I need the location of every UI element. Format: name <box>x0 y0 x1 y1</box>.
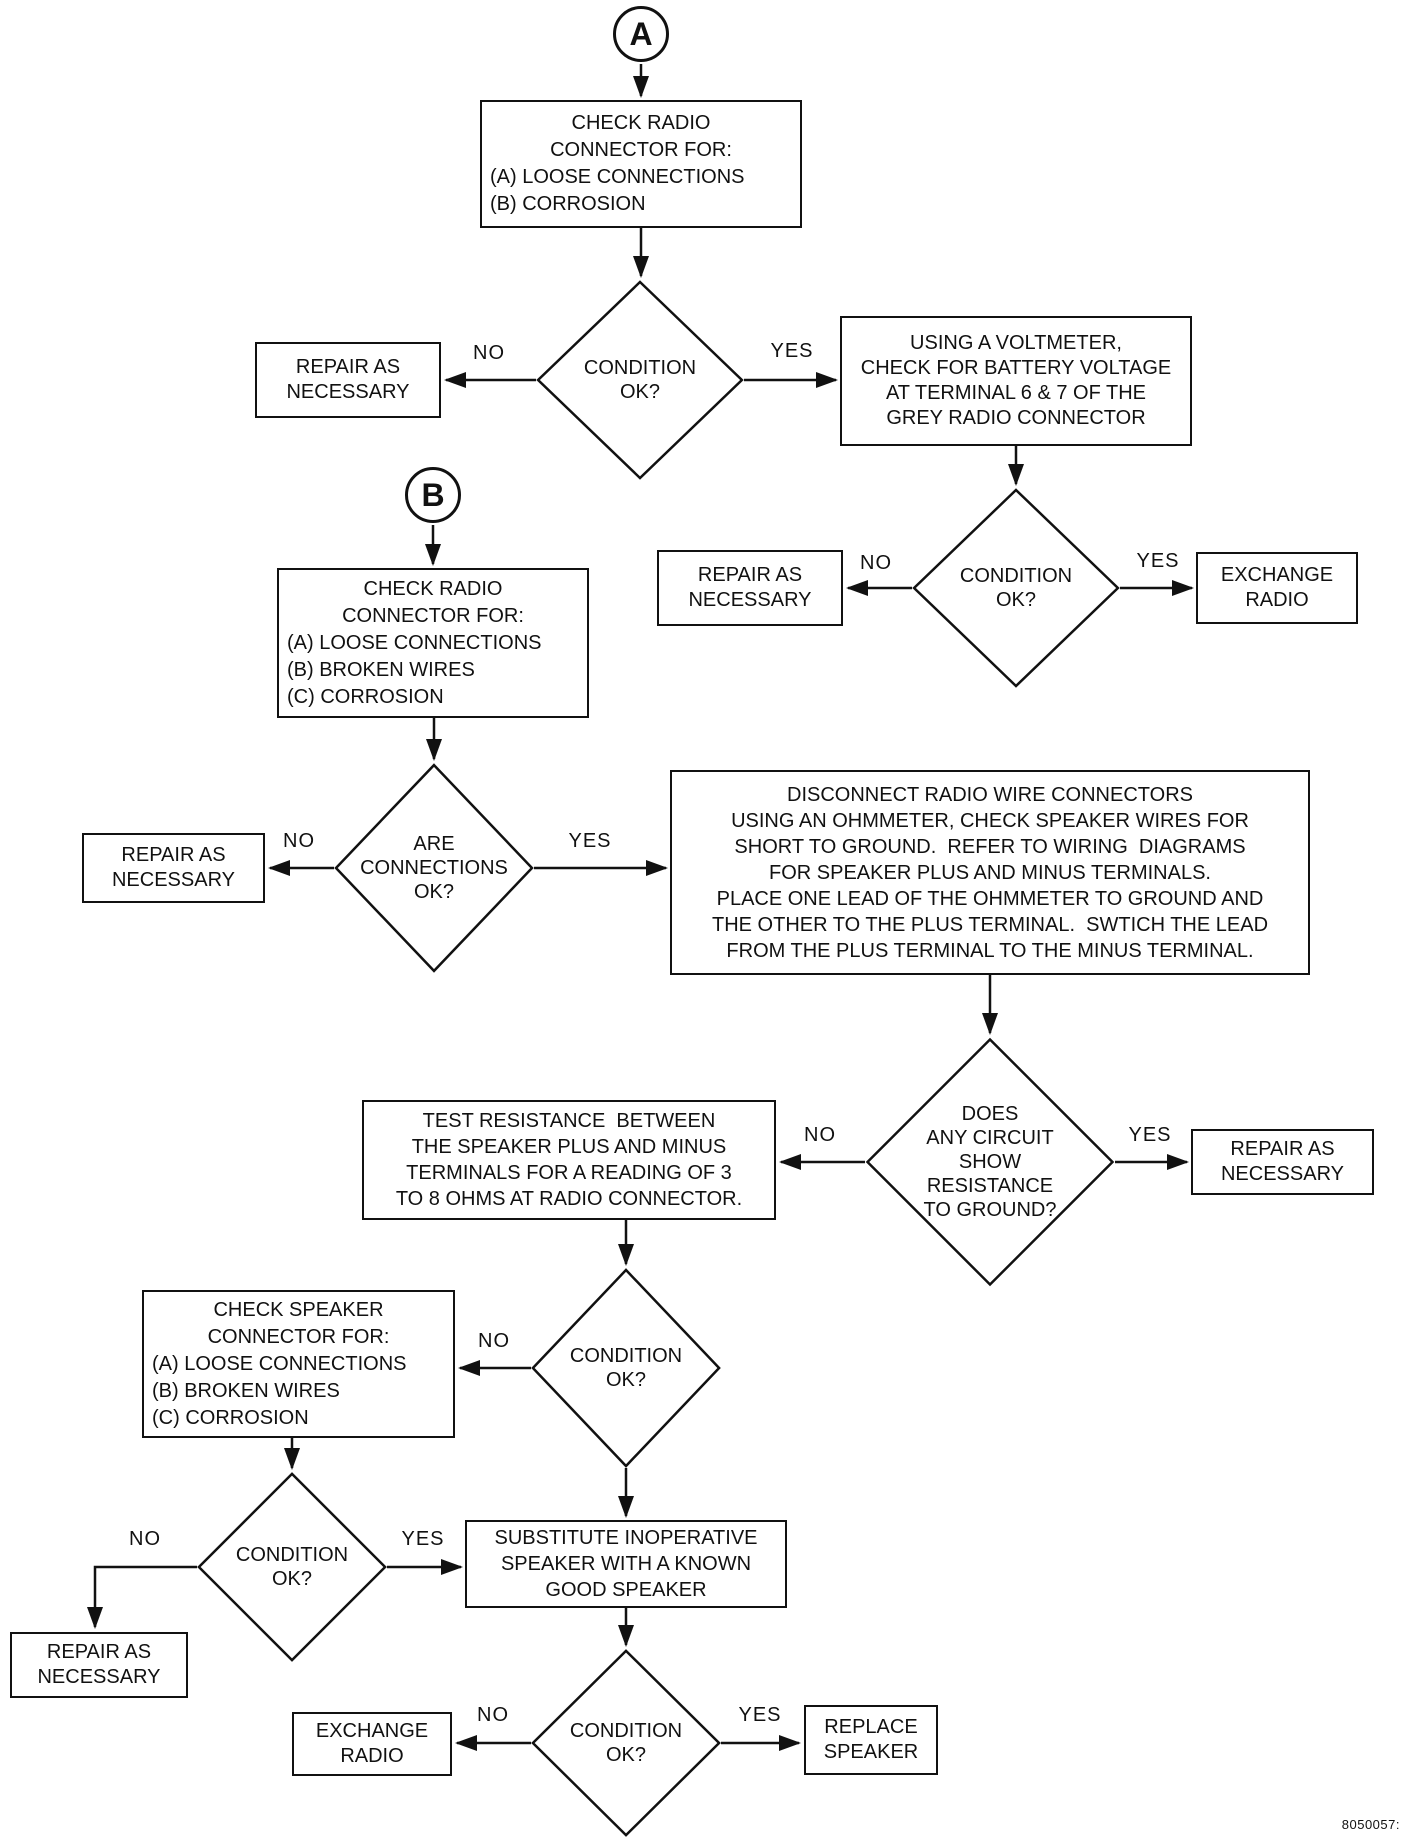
diamond-shape <box>197 1472 387 1662</box>
terminal-exchange-radio-2: EXCHANGE RADIO <box>292 1712 452 1776</box>
process-line: CONNECTOR FOR: <box>550 139 732 161</box>
edge-label-no: NO <box>857 552 895 575</box>
diamond-shape <box>334 763 534 973</box>
edge-label-no: NO <box>474 1704 512 1727</box>
terminal-label: EXCHANGE RADIO <box>315 1720 429 1767</box>
edge-label-yes: YES <box>1133 550 1183 573</box>
terminal-repair-as-necessary-1: REPAIR AS NECESSARY <box>255 342 441 418</box>
process-line: CHECK SPEAKER <box>213 1298 384 1321</box>
terminal-label: REPAIR AS NECESSARY <box>37 1641 161 1688</box>
edge-label-yes: YES <box>1125 1124 1175 1147</box>
terminal-label: REPAIR AS NECESSARY <box>1220 1138 1344 1185</box>
process-line: (B) BROKEN WIRES <box>152 1379 340 1402</box>
decision-label: CONDITION OK? <box>959 565 1073 611</box>
decision-circuit-resistance-to-ground: DOES ANY CIRCUIT SHOW RESISTANCE TO GROU… <box>865 1037 1115 1287</box>
edge-label-no: NO <box>280 830 318 853</box>
decision-label: CONDITION OK? <box>235 1544 349 1590</box>
decision-condition-ok-2: CONDITION OK? <box>912 488 1120 688</box>
connector-a: A <box>613 6 669 62</box>
process-check-speaker-connector: CHECK SPEAKER CONNECTOR FOR: (A) LOOSE C… <box>142 1290 455 1438</box>
decision-label: ARE CONNECTIONS OK? <box>360 833 508 903</box>
process-line: (A) LOOSE CONNECTIONS <box>490 166 745 188</box>
process-line: CONNECTOR FOR: <box>342 604 524 627</box>
process-substitute-speaker: SUBSTITUTE INOPERATIVE SPEAKER WITH A KN… <box>465 1520 787 1608</box>
terminal-repair-as-necessary-2: REPAIR AS NECESSARY <box>657 550 843 626</box>
process-line: (C) CORROSION <box>152 1406 309 1429</box>
process-line: (C) CORROSION <box>287 685 444 708</box>
decision-condition-ok-3: CONDITION OK? <box>531 1268 721 1468</box>
edge-label-yes: YES <box>398 1528 448 1551</box>
process-line: (A) LOOSE CONNECTIONS <box>152 1352 407 1375</box>
process-voltmeter-check: USING A VOLTMETER, CHECK FOR BATTERY VOL… <box>840 316 1192 446</box>
process-line: (B) BROKEN WIRES <box>287 658 475 681</box>
decision-condition-ok-1: CONDITION OK? <box>536 280 744 480</box>
process-label: USING A VOLTMETER, CHECK FOR BATTERY VOL… <box>860 332 1172 429</box>
terminal-repair-as-necessary-3: REPAIR AS NECESSARY <box>82 833 265 903</box>
edge-label-no: NO <box>801 1124 839 1147</box>
connector-b: B <box>405 467 461 523</box>
decision-condition-ok-5: CONDITION OK? <box>531 1649 721 1837</box>
connector-a-label: A <box>629 15 653 52</box>
process-label: TEST RESISTANCE BETWEEN THE SPEAKER PLUS… <box>395 1110 743 1210</box>
decision-condition-ok-4: CONDITION OK? <box>197 1472 387 1662</box>
terminal-label: REPAIR AS NECESSARY <box>111 844 235 891</box>
edge-label-yes: YES <box>767 340 817 363</box>
process-check-radio-connector-b: CHECK RADIO CONNECTOR FOR: (A) LOOSE CON… <box>277 568 589 718</box>
process-line: CONNECTOR FOR: <box>207 1325 390 1348</box>
edge-label-yes: YES <box>735 1704 785 1727</box>
edge-label-no: NO <box>475 1330 513 1353</box>
process-check-radio-connector-a: CHECK RADIO CONNECTOR FOR: (A) LOOSE CON… <box>480 100 802 228</box>
decision-are-connections-ok: ARE CONNECTIONS OK? <box>334 763 534 973</box>
figure-code: 8050057: <box>1341 1817 1400 1832</box>
process-label: SUBSTITUTE INOPERATIVE SPEAKER WITH A KN… <box>494 1527 758 1601</box>
terminal-repair-as-necessary-4: REPAIR AS NECESSARY <box>1191 1129 1374 1195</box>
process-line: (B) CORROSION <box>490 193 646 215</box>
decision-label: CONDITION OK? <box>583 357 697 403</box>
decision-label: DOES ANY CIRCUIT SHOW RESISTANCE TO GROU… <box>923 1103 1057 1221</box>
terminal-label: REPLACE SPEAKER <box>823 1716 919 1763</box>
decision-label: CONDITION OK? <box>569 1720 683 1766</box>
terminal-repair-as-necessary-5: REPAIR AS NECESSARY <box>10 1632 188 1698</box>
diamond-shape <box>531 1268 721 1468</box>
edge-label-no: NO <box>126 1528 164 1551</box>
terminal-label: REPAIR AS NECESSARY <box>688 564 812 611</box>
process-line: CHECK RADIO <box>363 577 503 600</box>
process-label: DISCONNECT RADIO WIRE CONNECTORS USING A… <box>711 783 1269 962</box>
decision-label: CONDITION OK? <box>569 1345 683 1391</box>
terminal-exchange-radio-1: EXCHANGE RADIO <box>1196 552 1358 624</box>
terminal-label: REPAIR AS NECESSARY <box>286 356 410 403</box>
connector-b-label: B <box>421 476 445 513</box>
edge-condition4-no-elbow <box>87 1565 197 1629</box>
diamond-shape <box>912 488 1120 688</box>
process-line: CHECK RADIO <box>571 112 711 134</box>
edge-label-yes: YES <box>565 830 615 853</box>
process-line: (A) LOOSE CONNECTIONS <box>287 631 542 654</box>
edge-label-no: NO <box>470 342 508 365</box>
diamond-shape <box>865 1037 1115 1287</box>
terminal-replace-speaker: REPLACE SPEAKER <box>804 1705 938 1775</box>
process-disconnect-ohmmeter-check: DISCONNECT RADIO WIRE CONNECTORS USING A… <box>670 770 1310 975</box>
terminal-label: EXCHANGE RADIO <box>1220 564 1334 611</box>
diamond-shape <box>531 1649 721 1837</box>
diamond-shape <box>536 280 744 480</box>
process-test-resistance: TEST RESISTANCE BETWEEN THE SPEAKER PLUS… <box>362 1100 776 1220</box>
